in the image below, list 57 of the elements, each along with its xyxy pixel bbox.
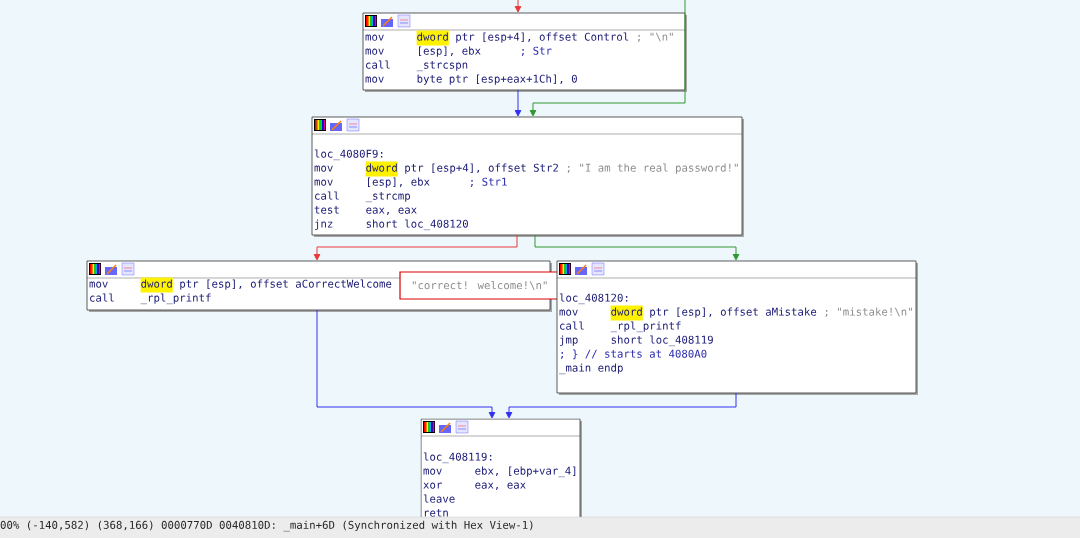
code-text: mov xyxy=(559,309,578,316)
status-bar: 00% (-140,582) (368,166) 0000770D 0040810D: _main+6D (Synchronized with Hex View-1) xyxy=(0,516,1080,538)
code-text: _rpl_printf xyxy=(140,293,211,305)
code-text: mov xyxy=(314,165,333,172)
code-text: xor xyxy=(423,482,442,489)
code-text: short loc_408119 xyxy=(611,335,713,347)
arrow xyxy=(514,89,522,117)
highlighted-keyword: dword xyxy=(365,161,398,177)
code-text: loc_408120: xyxy=(559,293,628,305)
code-text: jmp xyxy=(560,335,578,346)
arrow xyxy=(505,392,737,419)
code-text: _strcmp xyxy=(365,192,411,203)
code-text: call xyxy=(315,191,339,200)
code-text: retn xyxy=(424,509,448,517)
arrow xyxy=(514,0,522,13)
code-text: call xyxy=(560,321,584,330)
code-text: jnz xyxy=(315,219,333,230)
arrow xyxy=(534,234,740,261)
code-text: ebx, [ebp+var_4] xyxy=(475,466,576,478)
highlighted-keyword: dword xyxy=(416,30,449,46)
code-text: mov xyxy=(365,34,384,41)
code-text: call xyxy=(90,293,114,302)
code-text: test xyxy=(314,206,339,214)
code-text: ptr [esp], offset aCorrectWelcome xyxy=(180,279,392,290)
code-comment: ; } // starts at 4080A0 xyxy=(561,349,707,360)
code-comment: ; Str1 xyxy=(470,177,507,188)
code-text: ptr [esp+4], offset Control xyxy=(456,32,629,43)
code-text: mov xyxy=(365,76,384,83)
code-text: ptr [esp], offset aMistake xyxy=(650,307,817,318)
code-text: short loc_408120 xyxy=(366,219,468,231)
code-text: loc_408119: xyxy=(423,452,492,464)
code-text: loc_4080F9: xyxy=(314,149,383,161)
code-text: [esp], ebx xyxy=(368,177,430,188)
arrow xyxy=(529,0,686,117)
highlighted-keyword: dword xyxy=(140,277,173,293)
code-comment: ; "I am the real password!" xyxy=(567,163,738,174)
code-text: mov xyxy=(89,281,108,288)
code-text: call xyxy=(366,60,390,69)
code-text: mov xyxy=(423,468,442,475)
code-text: eax, eax xyxy=(475,482,526,491)
code-text: _main endp xyxy=(559,363,623,375)
highlight-box: "correct! welcome!\n" xyxy=(399,271,561,300)
code-text: mov xyxy=(365,48,384,55)
code-text: _strcspn xyxy=(416,61,468,72)
code-text: mov xyxy=(314,179,333,186)
code-comment: ; Str xyxy=(521,46,552,57)
code-text: leave xyxy=(423,494,455,503)
code-text: byte ptr [esp+eax+1Ch], 0 xyxy=(417,74,577,85)
code-text: eax, eax xyxy=(366,207,417,216)
code-text: ptr [esp+4], offset Str2 xyxy=(405,163,558,174)
code-comment: ; "mistake!\n" xyxy=(825,307,912,318)
arrow xyxy=(313,234,518,261)
highlighted-keyword: dword xyxy=(610,305,643,321)
arrow xyxy=(316,309,496,419)
code-text: [esp], ebx xyxy=(419,46,481,57)
code-comment: ; "\n" xyxy=(638,32,673,43)
code-text: _rpl_printf xyxy=(610,321,681,333)
